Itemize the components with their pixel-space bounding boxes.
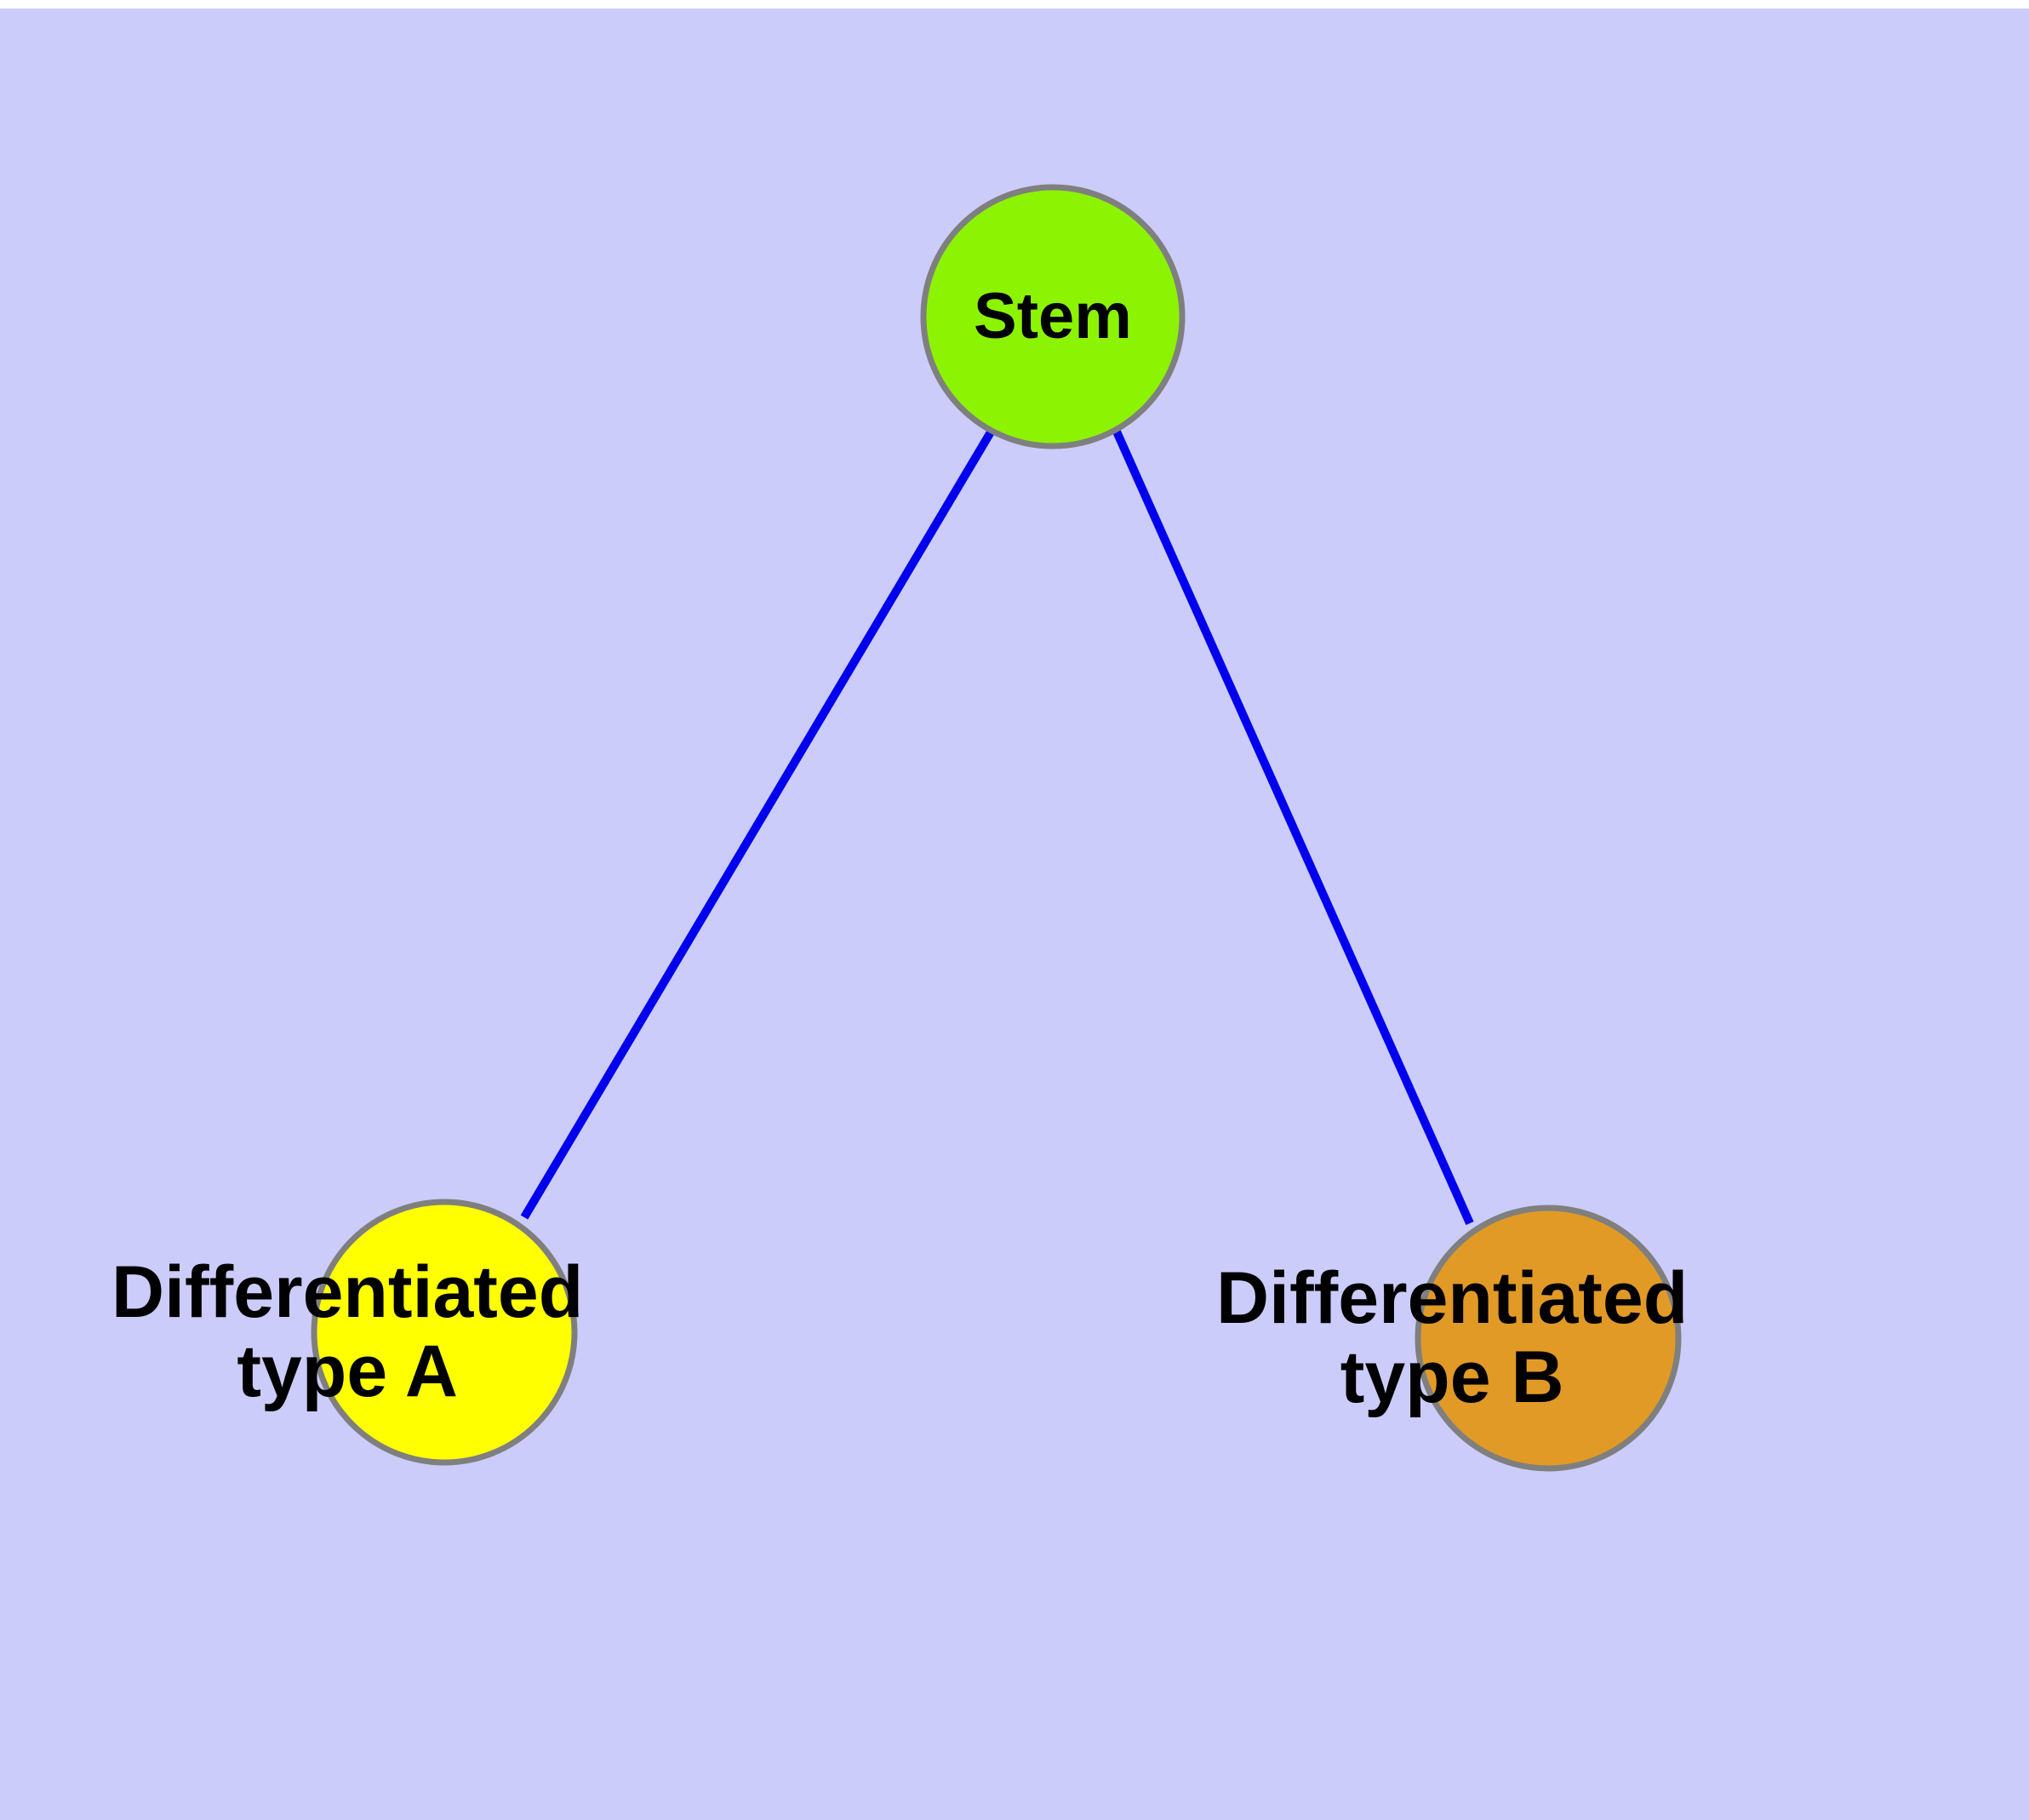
node-stem[interactable] [920, 184, 1186, 449]
nodes-group [311, 184, 1682, 1472]
edge-stem-diff_b[interactable] [1112, 429, 1474, 1226]
node-diff_a[interactable] [311, 1199, 578, 1466]
edges-group [520, 428, 1474, 1226]
edge-stem-diff_a[interactable] [520, 428, 996, 1220]
node-diff_b[interactable] [1415, 1205, 1682, 1472]
